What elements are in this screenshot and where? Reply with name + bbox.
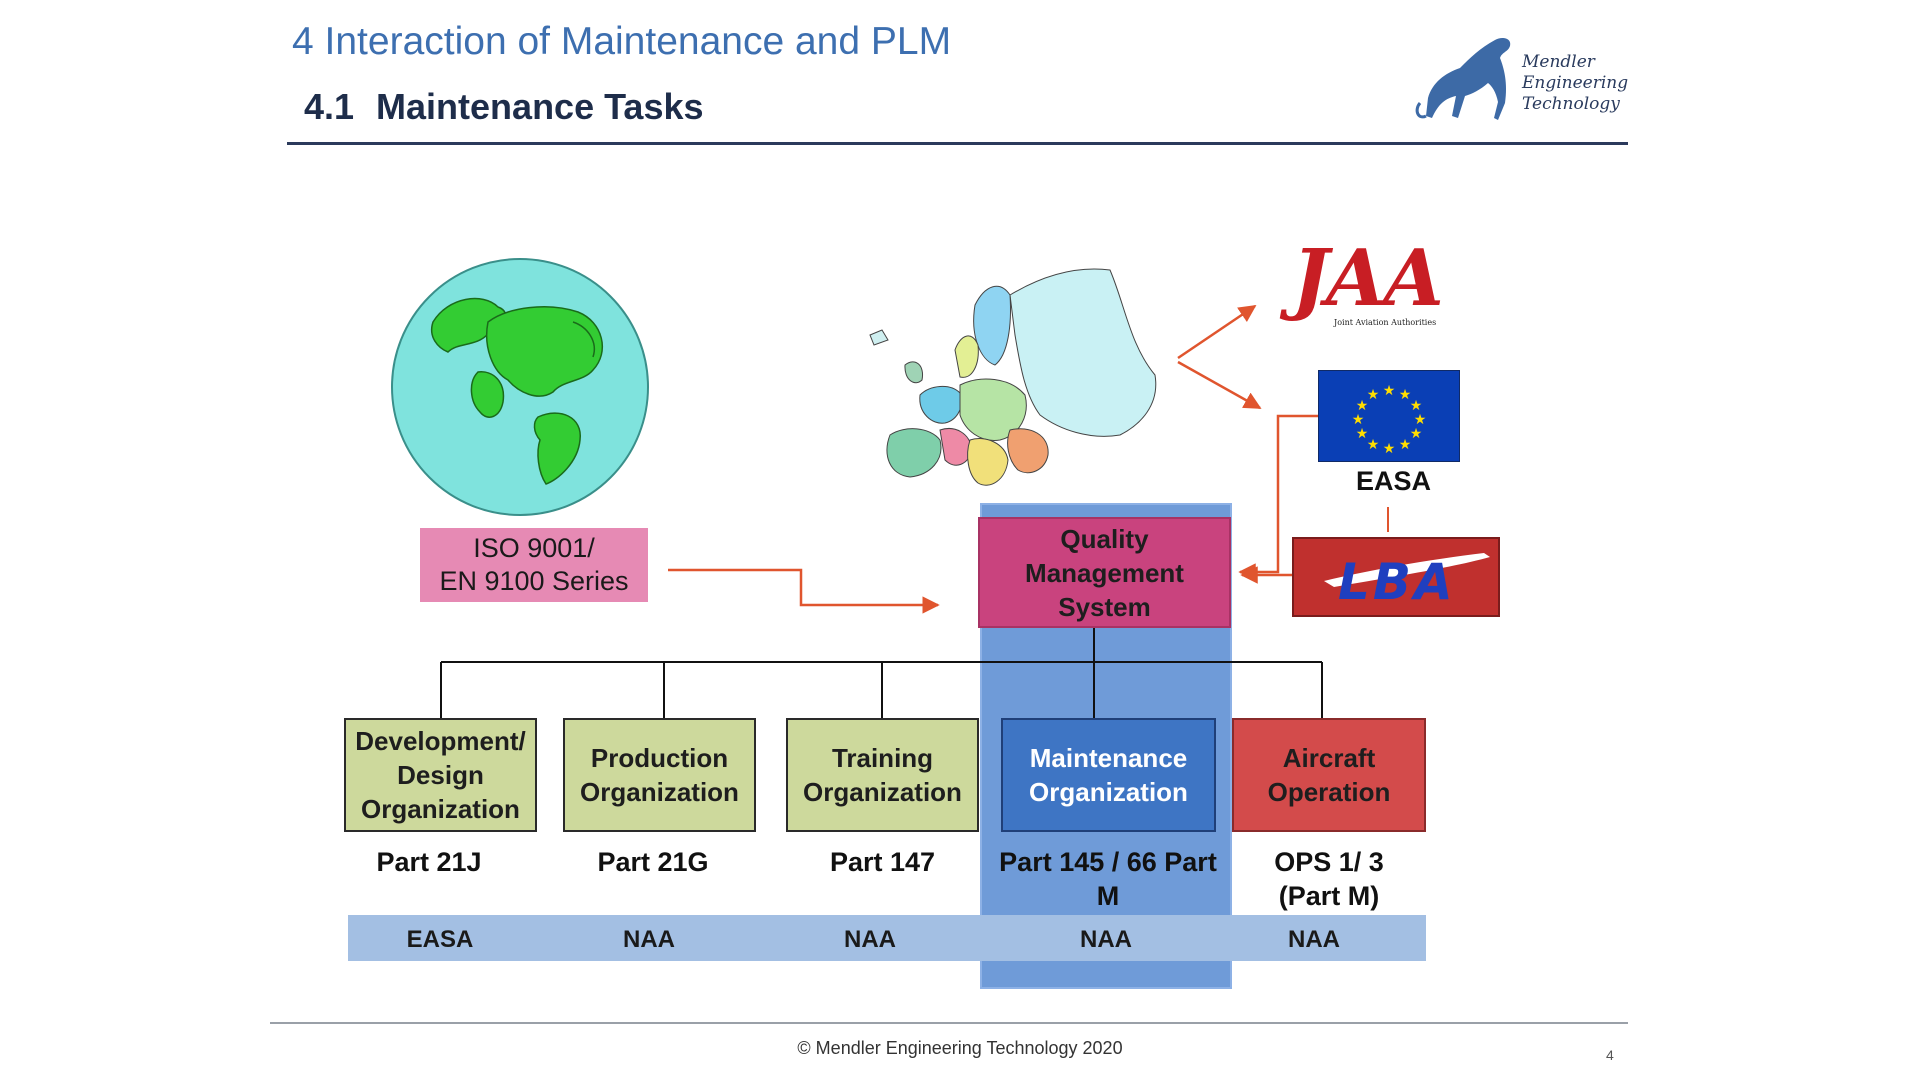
svg-text:★: ★ — [1367, 387, 1380, 403]
svg-text:★: ★ — [1356, 426, 1369, 442]
authority-naa-training: NAA — [844, 926, 896, 953]
org-label: Training Organization — [803, 743, 962, 807]
svg-text:★: ★ — [1352, 412, 1365, 428]
org-label: Aircraft Operation — [1267, 743, 1391, 807]
org-box-aircraft-operation: Aircraft Operation — [1232, 718, 1426, 832]
section-title: Maintenance Tasks — [376, 86, 704, 127]
org-label: Development/ Design Organization — [355, 726, 526, 824]
iso-standard-box: ISO 9001/ EN 9100 Series — [420, 528, 648, 602]
authority-easa: EASA — [406, 926, 474, 953]
lba-logo-text: LBA — [1338, 553, 1456, 611]
svg-text:★: ★ — [1383, 441, 1396, 457]
regulation-part-21j: Part 21J — [376, 847, 482, 877]
svg-text:★: ★ — [1356, 398, 1369, 414]
org-box-production: Production Organization — [563, 718, 756, 832]
jaa-logo: JAA Joint Aviation Authorities — [1292, 240, 1472, 330]
svg-text:★: ★ — [1410, 398, 1423, 414]
globe-icon — [391, 258, 649, 516]
authority-naa-maintenance: NAA — [1080, 926, 1132, 953]
org-box-maintenance: Maintenance Organization — [1001, 718, 1216, 832]
svg-text:★: ★ — [1410, 426, 1423, 442]
svg-text:★: ★ — [1399, 437, 1412, 453]
easa-label: EASA — [1356, 466, 1432, 496]
regulation-part-145-66: Part 145 / 66 Part M — [999, 847, 1217, 911]
org-label: Maintenance Organization — [1029, 743, 1188, 807]
svg-text:★: ★ — [1367, 437, 1380, 453]
europe-to-easa-arrow — [1177, 360, 1262, 410]
org-box-development-design: Development/ Design Organization — [344, 718, 537, 832]
authority-naa-operation: NAA — [1288, 926, 1340, 953]
header-divider — [287, 142, 1628, 145]
footer-copyright: © Mendler Engineering Technology 2020 — [797, 1038, 1123, 1058]
iso-to-qms-arrow — [668, 568, 940, 614]
airplane-icon — [1324, 553, 1490, 587]
europe-to-jaa-arrow — [1177, 304, 1257, 360]
qms-label: Quality Management System — [1025, 523, 1184, 622]
org-box-training: Training Organization — [786, 718, 979, 832]
jaa-logo-subtext: Joint Aviation Authorities — [1334, 318, 1437, 327]
page-number: 4 — [1606, 1047, 1614, 1063]
authority-naa-production: NAA — [623, 926, 675, 953]
panther-logo-icon — [1415, 38, 1511, 120]
slide-title: 4 Interaction of Maintenance and PLM — [292, 20, 952, 63]
europe-map-icon — [869, 268, 1157, 486]
svg-text:★: ★ — [1383, 383, 1396, 399]
regulation-part-147: Part 147 — [829, 847, 936, 877]
svg-text:★: ★ — [1399, 387, 1412, 403]
authority-band — [348, 915, 1426, 961]
footer-divider — [270, 1022, 1628, 1024]
jaa-logo-text: JAA — [1292, 233, 1444, 324]
svg-text:★: ★ — [1414, 412, 1427, 428]
lba-logo: LBA — [1292, 537, 1500, 617]
eu-flag-icon: ★★★ ★★★ ★★★ ★★★ — [1318, 370, 1460, 462]
easa-to-qms-arrow — [1238, 414, 1318, 581]
logo-text: Mendler Engineering Technology — [1522, 52, 1629, 114]
org-label: Production Organization — [580, 743, 739, 807]
section-number: 4.1 — [304, 86, 355, 127]
iso-standard-label: ISO 9001/ EN 9100 Series — [439, 533, 629, 596]
regulation-ops: OPS 1/ 3 (Part M) — [1274, 847, 1384, 911]
section-heading: 4.1 Maintenance Tasks — [304, 86, 704, 128]
quality-management-system-box: Quality Management System — [978, 517, 1231, 628]
regulation-part-21g: Part 21G — [597, 847, 709, 877]
